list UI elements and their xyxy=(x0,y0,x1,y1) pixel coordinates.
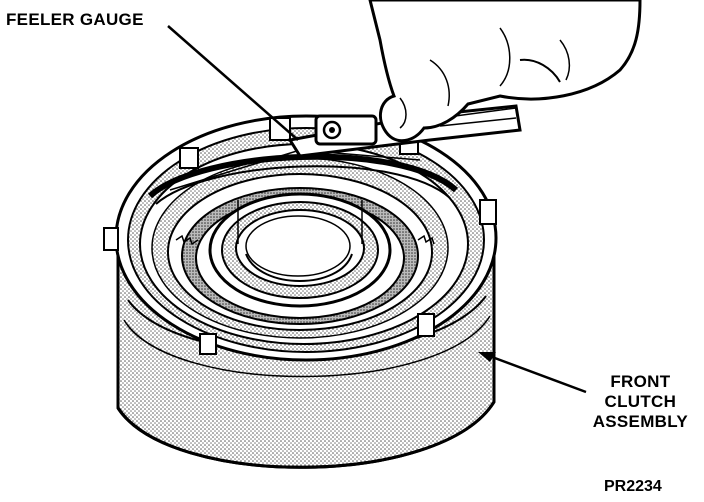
front-clutch-label-line-2: CLUTCH xyxy=(604,392,677,411)
feeler-gauge-leader xyxy=(167,25,299,141)
front-clutch-assembly-label: FRONT CLUTCH ASSEMBLY xyxy=(593,372,688,432)
front-clutch-leader xyxy=(483,352,587,394)
technician-hand xyxy=(368,0,642,143)
front-clutch-arrowhead xyxy=(478,352,496,362)
inner-hub xyxy=(208,192,392,308)
figure-id: PR2234 xyxy=(604,478,662,495)
front-clutch-label-line-3: ASSEMBLY xyxy=(592,412,688,431)
feeler-gauge-label: FEELER GAUGE xyxy=(6,10,144,29)
front-clutch-label-line-1: FRONT xyxy=(610,372,671,391)
